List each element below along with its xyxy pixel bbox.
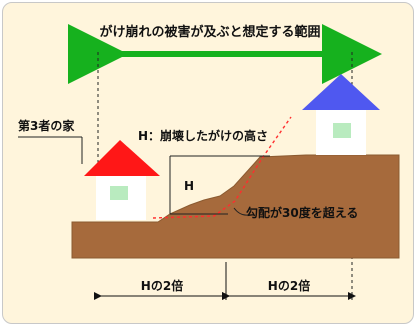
- affected-range-label: がけ崩れの被害が及ぶと想定する範囲: [99, 24, 320, 40]
- ground-and-cliff: [71, 154, 400, 259]
- third-party-house-window: [110, 186, 128, 200]
- upper-house-roof: [302, 74, 380, 110]
- collapse-line: [152, 116, 292, 219]
- slope-label: 勾配が30度を超える: [246, 205, 358, 220]
- slope-angle-mark: [233, 207, 249, 216]
- cliff-height-label: H：崩壊したがけの高さ: [138, 128, 268, 143]
- upper-house-window: [333, 123, 351, 138]
- bottom-right-label: Hの2倍: [268, 278, 310, 293]
- third-party-house-label: 第3者の家: [18, 118, 75, 133]
- height-letter: H: [184, 179, 194, 193]
- third-party-house-roof: [84, 140, 160, 176]
- bottom-left-label: Hの2倍: [141, 278, 183, 293]
